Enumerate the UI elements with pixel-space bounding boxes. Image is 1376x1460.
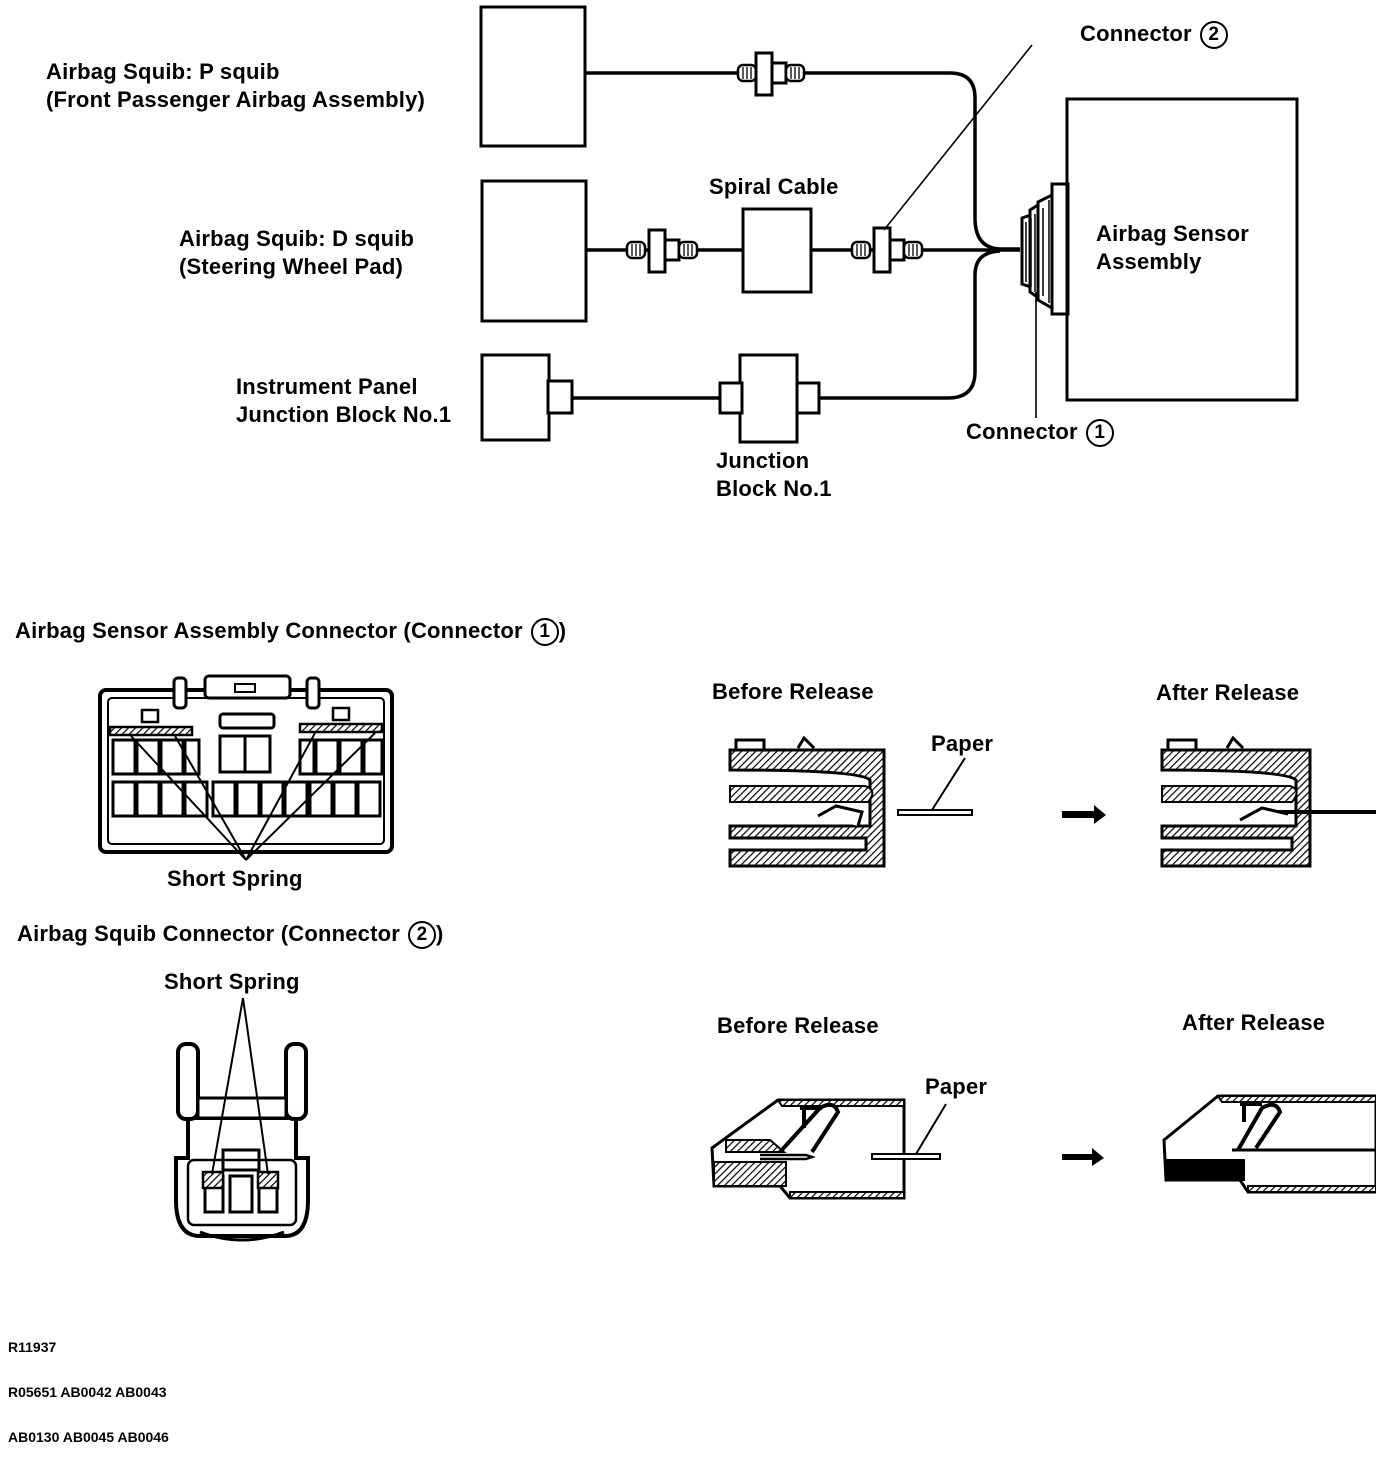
connector-2-drawing (850, 226, 924, 274)
paper-label-1: Paper (931, 731, 994, 756)
junction-block-label: Junction Block No.1 (716, 447, 832, 503)
after-release-label-2: After Release (1182, 1010, 1326, 1035)
connector-1-text: Connector (966, 419, 1078, 444)
junction-block-label-line2: Block No.1 (716, 476, 832, 501)
arrow-icon-2 (1062, 1148, 1104, 1166)
circled-number-2: 2 (408, 921, 437, 950)
sensor-box (1065, 97, 1299, 402)
connector-2-section-title: Airbag Squib Connector (Connector 2) (17, 920, 444, 950)
ip-junction-label-line2: Junction Block No.1 (236, 402, 452, 427)
p-squib-label-line1: Airbag Squib: P squib (46, 59, 280, 84)
before-release-label-2: Before Release (717, 1013, 879, 1038)
ip-junction-box (480, 353, 551, 442)
connector-1-title-text: Airbag Sensor Assembly Connector (Connec… (15, 618, 523, 643)
sensor-label-line2: Assembly (1096, 249, 1202, 274)
ip-junction-label: Instrument Panel Junction Block No.1 (236, 373, 451, 429)
d-squib-label-line1: Airbag Squib: D squib (179, 226, 415, 251)
arrow-icon-1 (1062, 805, 1106, 824)
figure-codes: R11937 R05651 AB0042 AB0043 AB0130 AB004… (8, 1310, 169, 1460)
title-close-paren: ) (558, 618, 567, 643)
diagram-canvas (98, 5, 1376, 1242)
before-release-label-1: Before Release (712, 679, 874, 704)
figure-code-line: R11937 (8, 1339, 57, 1355)
figure-code-line: R05651 AB0042 AB0043 (8, 1384, 167, 1400)
connector-2-title-text: Airbag Squib Connector (Connector (17, 921, 401, 946)
connector-1-label: Connector 1 (966, 418, 1114, 448)
p-squib-box (479, 5, 587, 148)
inline-connector-d (625, 228, 699, 274)
connector-2-leader (883, 44, 1033, 231)
short-spring-label-2: Short Spring (164, 969, 300, 994)
circled-number-1: 1 (1085, 419, 1114, 448)
figure-code-line: AB0130 AB0045 AB0046 (8, 1429, 169, 1445)
paper-label-2: Paper (925, 1074, 988, 1099)
spiral-cable-label: Spiral Cable (709, 174, 839, 199)
release-detail-1-after (1160, 735, 1376, 868)
connector-2-illustration (174, 997, 310, 1242)
connector-1-drawing (1020, 182, 1070, 316)
d-squib-box (480, 179, 588, 323)
wire-junction (572, 249, 1001, 400)
p-squib-label: Airbag Squib: P squib (Front Passenger A… (46, 58, 425, 114)
release-detail-2-after (1162, 1094, 1376, 1194)
junction-block-box (738, 353, 799, 444)
d-squib-label-line2: (Steering Wheel Pad) (179, 254, 404, 279)
connector-1-illustration (98, 674, 394, 861)
release-detail-2-before (710, 1098, 906, 1200)
sensor-label-line1: Airbag Sensor (1096, 221, 1249, 246)
after-release-label-1: After Release (1156, 680, 1300, 705)
short-spring-label-1: Short Spring (167, 866, 303, 891)
connector-1-section-title: Airbag Sensor Assembly Connector (Connec… (15, 617, 567, 647)
release-detail-1-before (728, 735, 886, 868)
connector-2-text: Connector (1080, 21, 1192, 46)
paper-strip-1 (897, 757, 973, 816)
short-spring-callout-2 (211, 997, 269, 1175)
ip-junction-label-line1: Instrument Panel (236, 374, 418, 399)
wire-p-squib (585, 71, 1020, 251)
wiring-diagram (479, 5, 1299, 444)
d-squib-label: Airbag Squib: D squib (Steering Wheel Pa… (179, 225, 414, 281)
connector-2-label: Connector 2 (1080, 20, 1228, 50)
circled-number-1: 1 (530, 618, 559, 647)
paper-strip-2 (871, 1103, 947, 1160)
junction-block-label-line1: Junction (716, 448, 810, 473)
circled-number-2: 2 (1199, 21, 1228, 50)
spiral-cable-box (741, 207, 813, 294)
sensor-label: Airbag Sensor Assembly (1096, 220, 1249, 276)
short-spring-callout-1 (130, 732, 376, 861)
inline-connector-p (736, 51, 806, 97)
p-squib-label-line2: (Front Passenger Airbag Assembly) (46, 87, 426, 112)
title-close-paren: ) (436, 921, 444, 946)
